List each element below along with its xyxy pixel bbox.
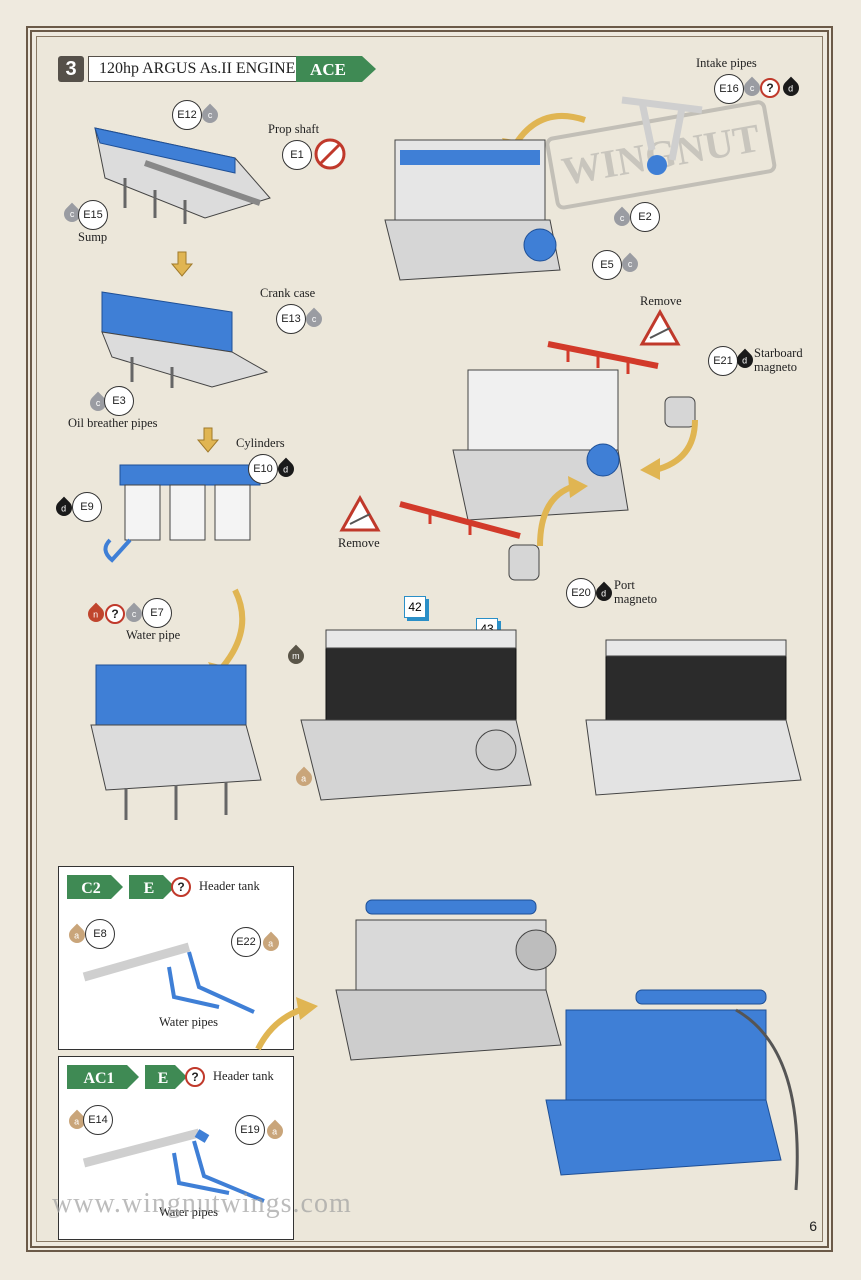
- port-magneto-part: [508, 544, 540, 581]
- inset-title: Header tank: [199, 879, 260, 893]
- inset-title: Header tank: [213, 1069, 274, 1083]
- callout-e13: E13: [276, 304, 306, 334]
- down-arrow-icon: [196, 427, 220, 453]
- callout-e22: E22: [231, 927, 261, 957]
- painted-engine-final: [585, 639, 802, 796]
- version-flags: AC1 E: [67, 1065, 187, 1089]
- curved-arrow-icon: [537, 476, 588, 547]
- question-icon: ?: [760, 78, 780, 98]
- inset-ac1: AC1 E ? Header tank a E14 E19 a Water pi…: [58, 1056, 294, 1240]
- step-header: 3 120hp ARGUS As.II ENGINE: [58, 56, 311, 82]
- version-flags: C2 E: [67, 875, 175, 899]
- label-starboard-magneto: Starboard magneto: [754, 346, 803, 374]
- label-remove-top: Remove: [640, 294, 682, 308]
- crank-case-part: [101, 291, 269, 388]
- callout-e16: E16: [714, 74, 744, 104]
- painted-engine-black: [300, 629, 532, 801]
- callout-e21: E21: [708, 346, 738, 376]
- callout-e15: E15: [78, 200, 108, 230]
- assembled-engine-blue: [90, 664, 262, 820]
- engine-with-intake: [384, 139, 561, 281]
- page-number: 6: [809, 1218, 817, 1234]
- inset-c2: C2 E ? Header tank a E8 E22 a Water pipe…: [58, 866, 294, 1050]
- callout-e20: E20: [566, 578, 596, 608]
- flag-label-ac1: AC1: [83, 1070, 114, 1087]
- remove-warning-icon: [639, 308, 681, 346]
- callout-e14: E14: [83, 1105, 113, 1135]
- flag-label-e: E: [158, 1070, 169, 1087]
- label-crank-case: Crank case: [260, 286, 316, 300]
- removed-part-red: [399, 501, 521, 539]
- label-port-magneto: Port magneto: [614, 578, 658, 606]
- engine-magneto-stage: [452, 369, 629, 521]
- callout-e2: E2: [630, 202, 660, 232]
- decal-42: 42: [404, 596, 426, 618]
- label-sump: Sump: [78, 230, 108, 244]
- engine-with-header-tank: [335, 899, 562, 1061]
- inset-caption: Water pipes: [159, 1015, 219, 1029]
- website-watermark: www.wingnutwings.com: [52, 1188, 352, 1219]
- starboard-magneto-part: [664, 396, 696, 428]
- page-border: [26, 26, 833, 1252]
- question-icon: ?: [171, 877, 191, 897]
- engine-installed-blue: [545, 989, 799, 1191]
- cylinders-part: [103, 464, 261, 563]
- removed-part-red: [547, 341, 659, 374]
- callout-e8: E8: [85, 919, 115, 949]
- flag-label-e: E: [144, 880, 155, 897]
- flag-label-c2: C2: [81, 880, 101, 897]
- label-intake-pipes: Intake pipes: [696, 56, 757, 70]
- wingnut-watermark-logo: WINGNUT: [545, 100, 777, 210]
- sump-part: [94, 127, 271, 224]
- label-prop-shaft: Prop shaft: [268, 122, 320, 136]
- header-tank-part: [82, 942, 255, 1014]
- callout-e9: E9: [72, 492, 102, 522]
- callout-e12: E12: [172, 100, 202, 130]
- curved-arrow-icon: [255, 997, 318, 1051]
- remove-warning-icon: [339, 494, 381, 532]
- label-water-pipe: Water pipe: [126, 628, 181, 642]
- no-glue-icon: [314, 138, 346, 170]
- label-cylinders: Cylinders: [236, 436, 285, 450]
- curved-arrow-icon: [640, 419, 698, 480]
- step-title: 120hp ARGUS As.II ENGINE: [88, 56, 311, 82]
- callout-e5: E5: [592, 250, 622, 280]
- callout-e10: E10: [248, 454, 278, 484]
- version-flag-ace: ACE: [296, 56, 376, 82]
- callout-e19: E19: [235, 1115, 265, 1145]
- question-icon: ?: [185, 1067, 205, 1087]
- question-icon: ?: [105, 604, 125, 624]
- label-oil-breather-pipes: Oil breather pipes: [68, 416, 158, 430]
- version-flag-label: ACE: [310, 60, 346, 79]
- callout-e7: E7: [142, 598, 172, 628]
- step-number: 3: [58, 56, 84, 82]
- inset-caption: Water pipes: [159, 1205, 219, 1219]
- callout-e1: E1: [282, 140, 312, 170]
- callout-e3: E3: [104, 386, 134, 416]
- label-remove-left: Remove: [338, 536, 380, 550]
- header-tank-part: [82, 1128, 265, 1203]
- intake-pipes-part: [621, 96, 703, 175]
- down-arrow-icon: [170, 251, 194, 277]
